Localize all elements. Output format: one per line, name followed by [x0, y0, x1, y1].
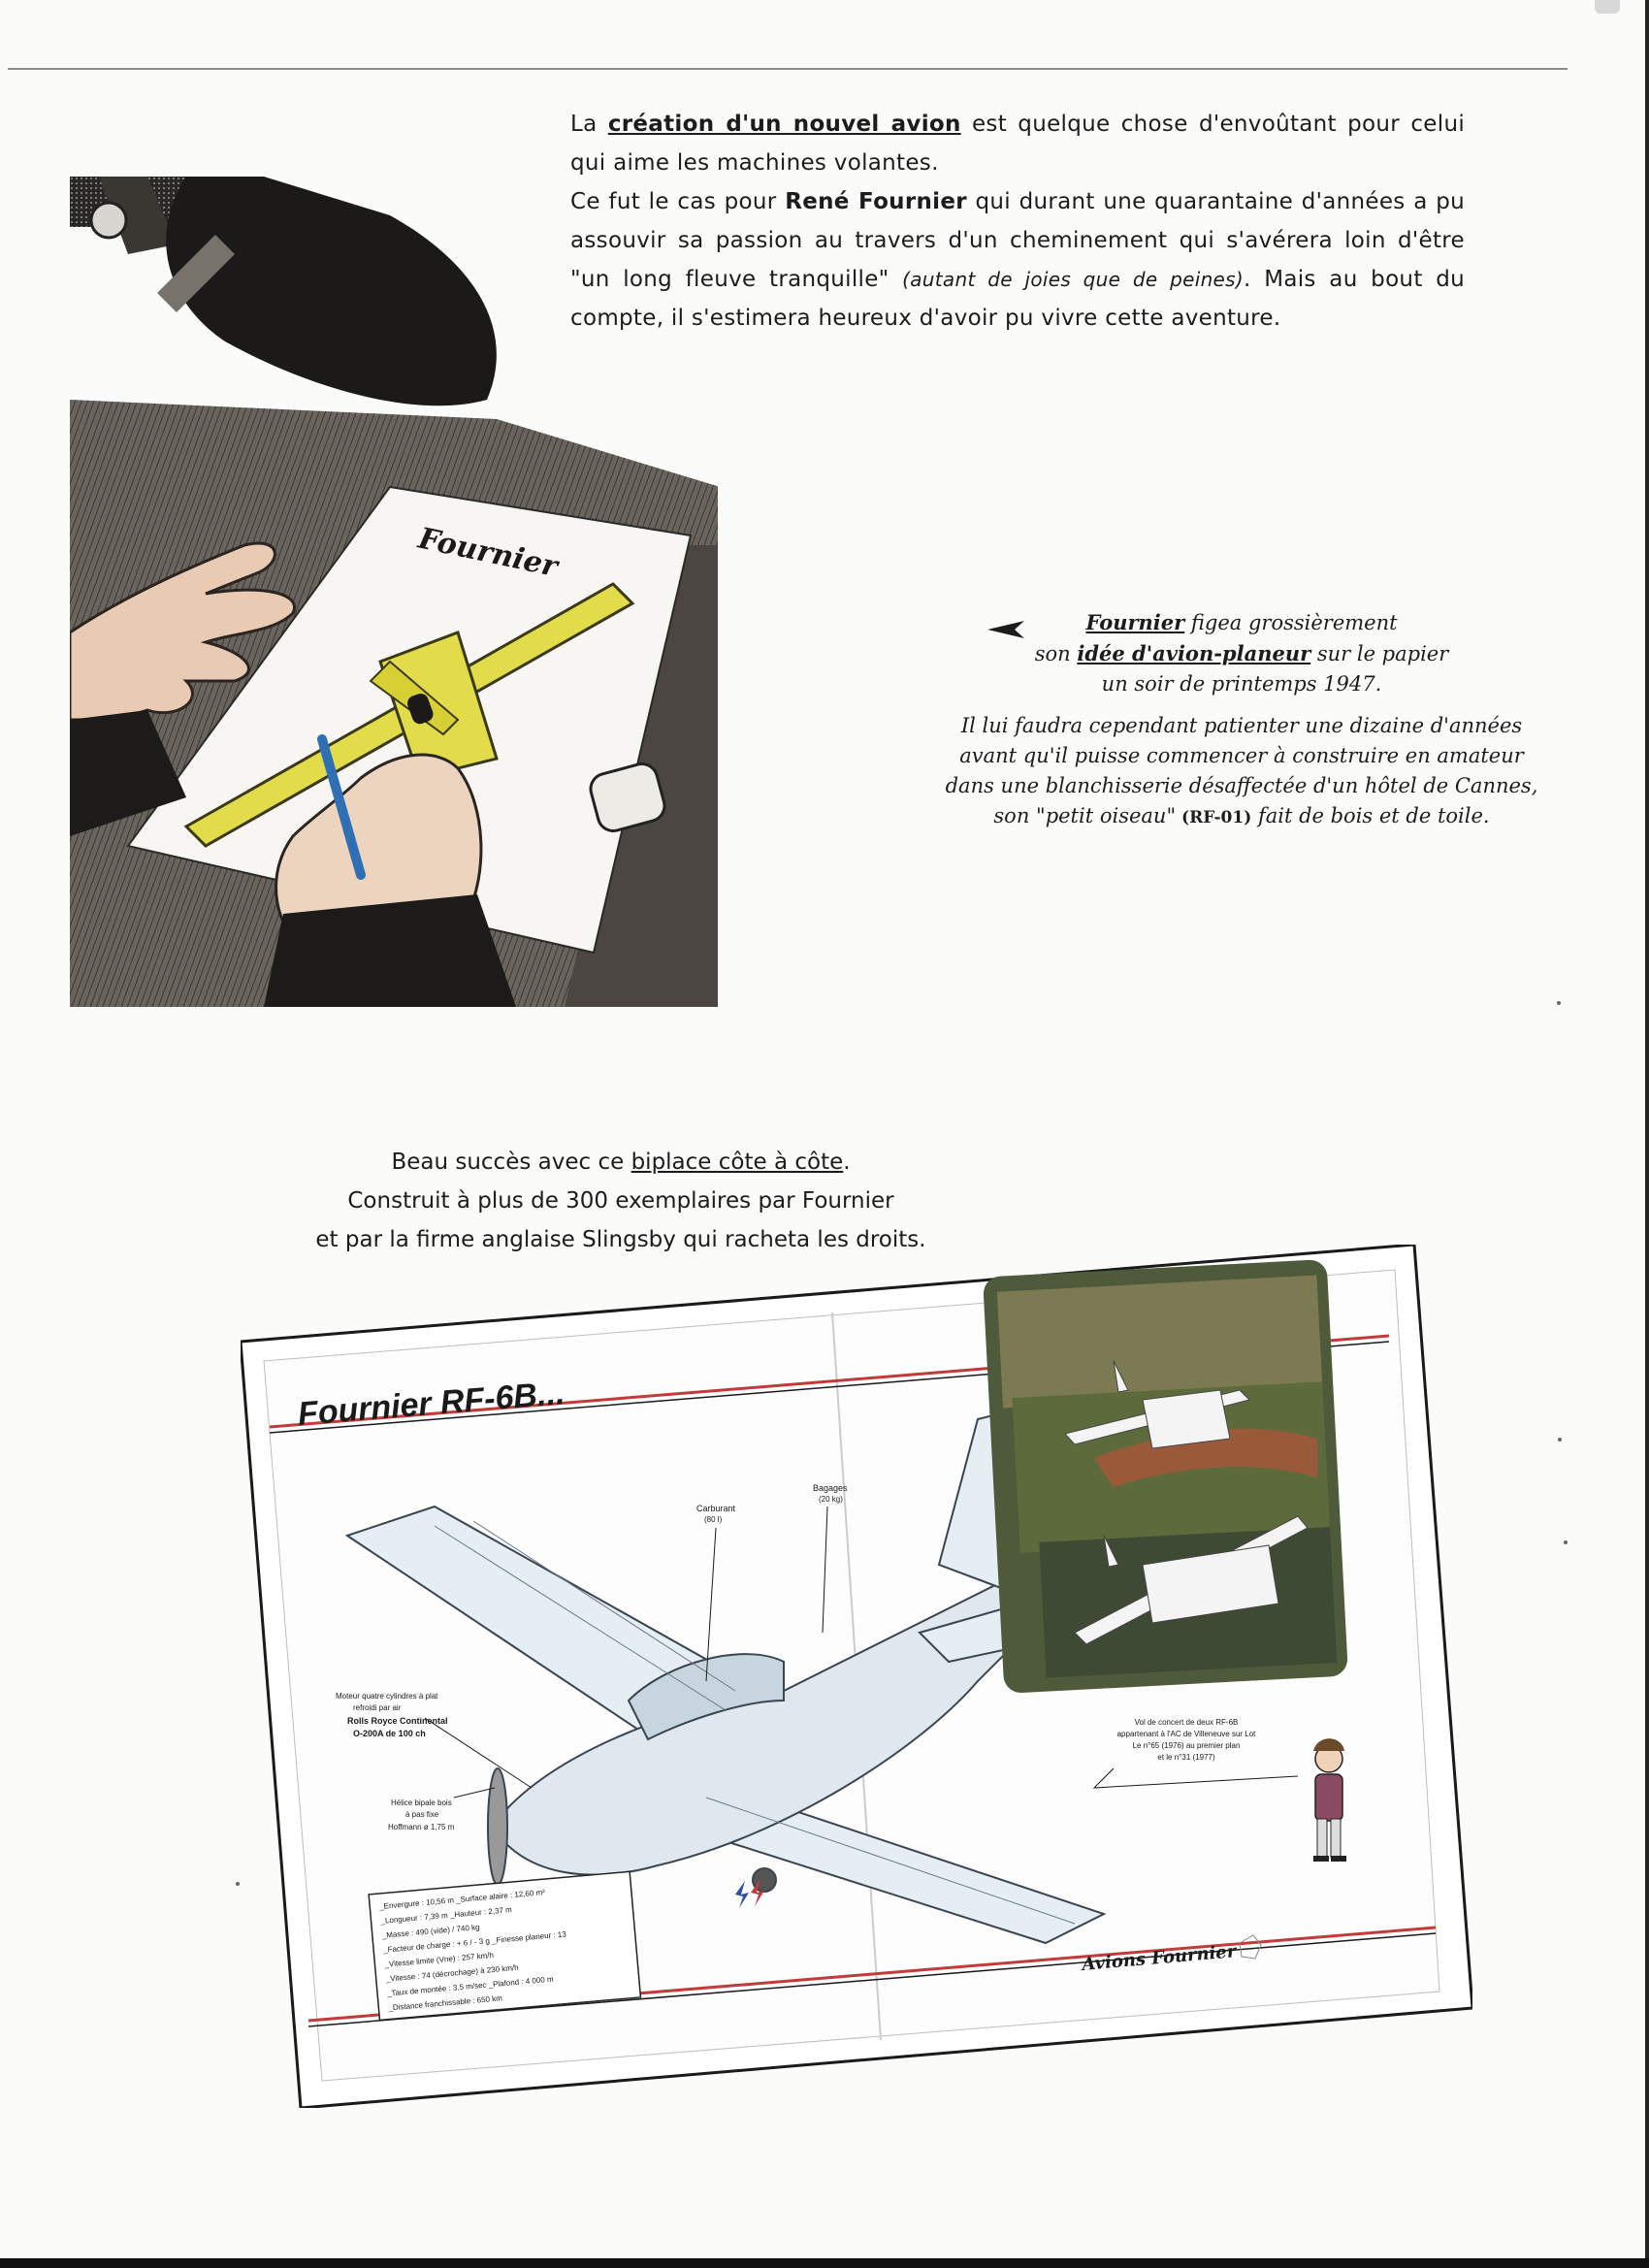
scan-speck — [1558, 1438, 1562, 1442]
canopy — [627, 1653, 785, 1741]
airplane-cutaway — [344, 1408, 1107, 1945]
label-helice: Hoffmann ø 1,75 m — [388, 1823, 455, 1831]
caption-emphasis: idée d'avion-planeur — [1077, 641, 1311, 665]
photo-caption: appartenant à l'AC de Villeneuve sur Lot — [1117, 1730, 1257, 1738]
label-carburant-detail: (80 l) — [704, 1515, 723, 1524]
photo-caption: Le n°65 (1976) au premier plan — [1133, 1741, 1241, 1750]
specs-box: _Envergure : 10,56 m _Surface alaire : 1… — [368, 1870, 642, 2022]
caption-text-run: sur le papier — [1310, 642, 1449, 665]
success-line-2: Construit à plus de 300 exemplaires par … — [347, 1188, 894, 1214]
label-moteur: refroidi par air — [353, 1703, 402, 1712]
intro-text-run: La — [570, 112, 608, 137]
scan-speck — [236, 1882, 240, 1886]
intro-text-run: est quelque chose d'envoûtant pour celui… — [570, 112, 1466, 176]
caption-paragraph-2: Il lui faudra cependant patienter une di… — [939, 711, 1544, 833]
caption-text-run: fait de bois et de toile. — [1251, 804, 1490, 827]
caption-line-3: un soir de printemps 1947. — [1101, 672, 1382, 696]
scan-speck — [1564, 1540, 1568, 1544]
right-sleeve — [264, 894, 516, 1007]
photo-plane-lower — [1074, 1515, 1309, 1645]
label-bagages: Bagages — [813, 1483, 848, 1493]
flag-mark-icon — [735, 1879, 764, 1908]
photo-caption: et le n°31 (1977) — [1157, 1753, 1215, 1762]
caption-line-2: son idée d'avion-planeur sur le papier — [939, 638, 1544, 669]
poster-drawing: Fournier RF-6B... Carburant (80 l) Bagag… — [239, 1243, 1474, 2110]
caption-text-run: Il lui faudra cependant patienter une di… — [945, 714, 1538, 827]
photo-plane-upper — [1064, 1360, 1250, 1449]
pen-icon — [317, 734, 366, 880]
intro-aside: (autant de joies que de peines) — [902, 268, 1244, 291]
top-rule — [8, 68, 1568, 70]
sketch-caption: Fournier figea grossièrement son idée d'… — [939, 607, 1544, 833]
label-carburant: Carburant — [696, 1504, 736, 1513]
sketch-illustration: Fournier — [70, 177, 718, 1007]
left-sleeve — [70, 710, 186, 836]
leader-helice — [453, 1787, 496, 1798]
desk-drawing: Fournier — [70, 177, 718, 1007]
rf6b-poster: Fournier RF-6B... Carburant (80 l) Bagag… — [239, 1243, 1474, 2110]
caption-name: Fournier — [1085, 610, 1185, 634]
caption-text-run: son — [1034, 642, 1078, 665]
caption-line-1: Fournier figea grossièrement — [939, 607, 1544, 638]
pointer-arrow-icon — [987, 621, 1024, 638]
intro-text-run: . Mais au bout du compte, il s'estimera … — [570, 267, 1465, 331]
scan-edge-right — [1645, 0, 1649, 2268]
intro-text: La création d'un nouvel avion est quelqu… — [570, 105, 1465, 338]
eraser — [589, 762, 666, 832]
poster-rule-bottom-thin — [307, 1932, 1437, 2027]
leader-moteur — [424, 1717, 533, 1789]
intro-emphasis: création d'un nouvel avion — [607, 112, 961, 137]
label-moteur: O-200A de 100 ch — [353, 1729, 426, 1738]
leader-carburant — [705, 1527, 717, 1682]
label-bagages-detail: (20 kg) — [819, 1495, 843, 1504]
intro-paragraph-2: Ce fut le cas pour René Fournier qui dur… — [570, 182, 1465, 338]
label-helice: Hélice bipale bois — [391, 1798, 452, 1807]
success-text: Beau succès avec ce biplace côte à côte.… — [194, 1143, 1048, 1259]
label-moteur: Rolls Royce Continental — [347, 1716, 448, 1726]
caption-quote: "petit oiseau" — [1036, 804, 1177, 827]
scan-corner-mark — [1595, 0, 1620, 14]
formation-photo — [983, 1259, 1348, 1694]
cartoon-pilot — [1313, 1738, 1346, 1862]
propeller — [487, 1767, 508, 1886]
intro-name: René Fournier — [785, 189, 967, 214]
success-line-1: Beau succès avec ce biplace côte à côte. — [194, 1143, 1048, 1182]
caption-bubble-tail — [1092, 1767, 1299, 1789]
france-map-icon — [1239, 1934, 1262, 1960]
intro-text-run: qui durant une quarantaine d'années a pu… — [570, 189, 1465, 292]
label-moteur: Moteur quatre cylindres à plat — [336, 1692, 438, 1701]
success-emphasis: biplace côte à côte — [630, 1150, 844, 1175]
scan-edge-bottom — [0, 2258, 1649, 2268]
success-text-run: . — [843, 1150, 851, 1175]
label-helice: à pas fixe — [405, 1810, 439, 1819]
plane-sketch — [183, 582, 635, 848]
intro-paragraph-1: La création d'un nouvel avion est quelqu… — [570, 105, 1465, 182]
scan-speck — [1557, 1001, 1561, 1005]
caption-ref: (RF-01) — [1176, 808, 1252, 827]
photo-caption: Vol de concert de deux RF-6B — [1135, 1718, 1239, 1727]
lamp-icon — [70, 177, 497, 406]
leader-bagages — [822, 1506, 828, 1634]
caption-text-run: figea grossièrement — [1184, 611, 1398, 634]
success-text-run: Beau succès avec ce — [391, 1150, 631, 1175]
intro-text-run: Ce fut le cas pour — [570, 189, 786, 214]
success-line-3: et par la firme anglaise Slingsby qui ra… — [315, 1227, 926, 1252]
left-hand — [70, 541, 296, 722]
